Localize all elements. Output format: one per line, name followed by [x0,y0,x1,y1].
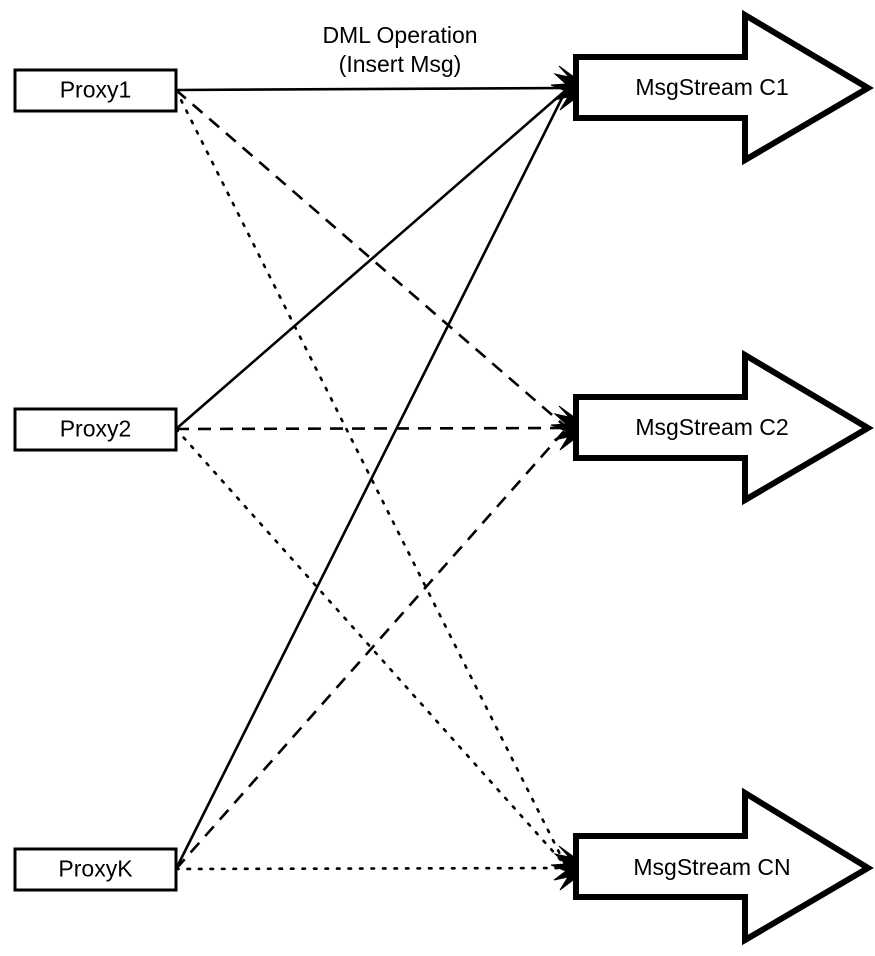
edges-layer [174,86,568,871]
arrowhead-head-cn [550,845,590,891]
stream-arrow-shape [573,787,874,946]
arrowhead-head-c1 [550,65,590,111]
edge-proxy1-to-cn [174,88,568,868]
edge-proxy2-to-c1 [175,89,567,430]
edge-proxy2-to-c2 [175,426,567,431]
proxy-label: ProxyK [58,856,133,882]
stream-label: MsgStream CN [633,854,790,880]
edge-proxyk-to-c1 [174,89,568,870]
proxy-node-proxyk[interactable]: ProxyK [13,847,178,892]
annotation-line-2: (Insert Msg) [339,51,462,77]
edge-proxyk-to-c2 [175,428,567,870]
proxy-node-proxy2[interactable]: Proxy2 [13,407,178,452]
stream-node-msgstream-c2[interactable]: MsgStream C2 [573,349,874,506]
arrowheads-layer [550,65,590,891]
proxy-node-proxy1[interactable]: Proxy1 [13,68,178,113]
edge-proxy1-to-c1 [175,86,567,92]
proxy-box-rect [13,407,178,452]
arrowhead-head-c2 [550,405,590,451]
proxy-label: Proxy2 [60,416,132,442]
proxy-box-rect [13,68,178,113]
stream-node-msgstream-c1[interactable]: MsgStream C1 [573,9,874,166]
edge-proxy1-to-c2 [175,89,567,428]
stream-label: MsgStream C2 [635,414,788,440]
stream-label: MsgStream C1 [635,74,788,100]
stream-arrow-shape [573,9,874,166]
annotation-line-1: DML Operation [322,22,477,48]
proxy-label: Proxy1 [60,77,132,103]
proxy-box-rect [13,847,178,892]
stream-node-msgstream-cn[interactable]: MsgStream CN [573,787,874,946]
streams-layer: MsgStream C1 MsgStream C2 MsgStream CN [573,9,874,946]
edge-proxyk-to-cn [174,866,568,871]
annotations-layer: DML Operation (Insert Msg) [322,22,477,77]
dml-operation-label: DML Operation (Insert Msg) [322,22,477,77]
stream-arrow-shape [573,349,874,506]
